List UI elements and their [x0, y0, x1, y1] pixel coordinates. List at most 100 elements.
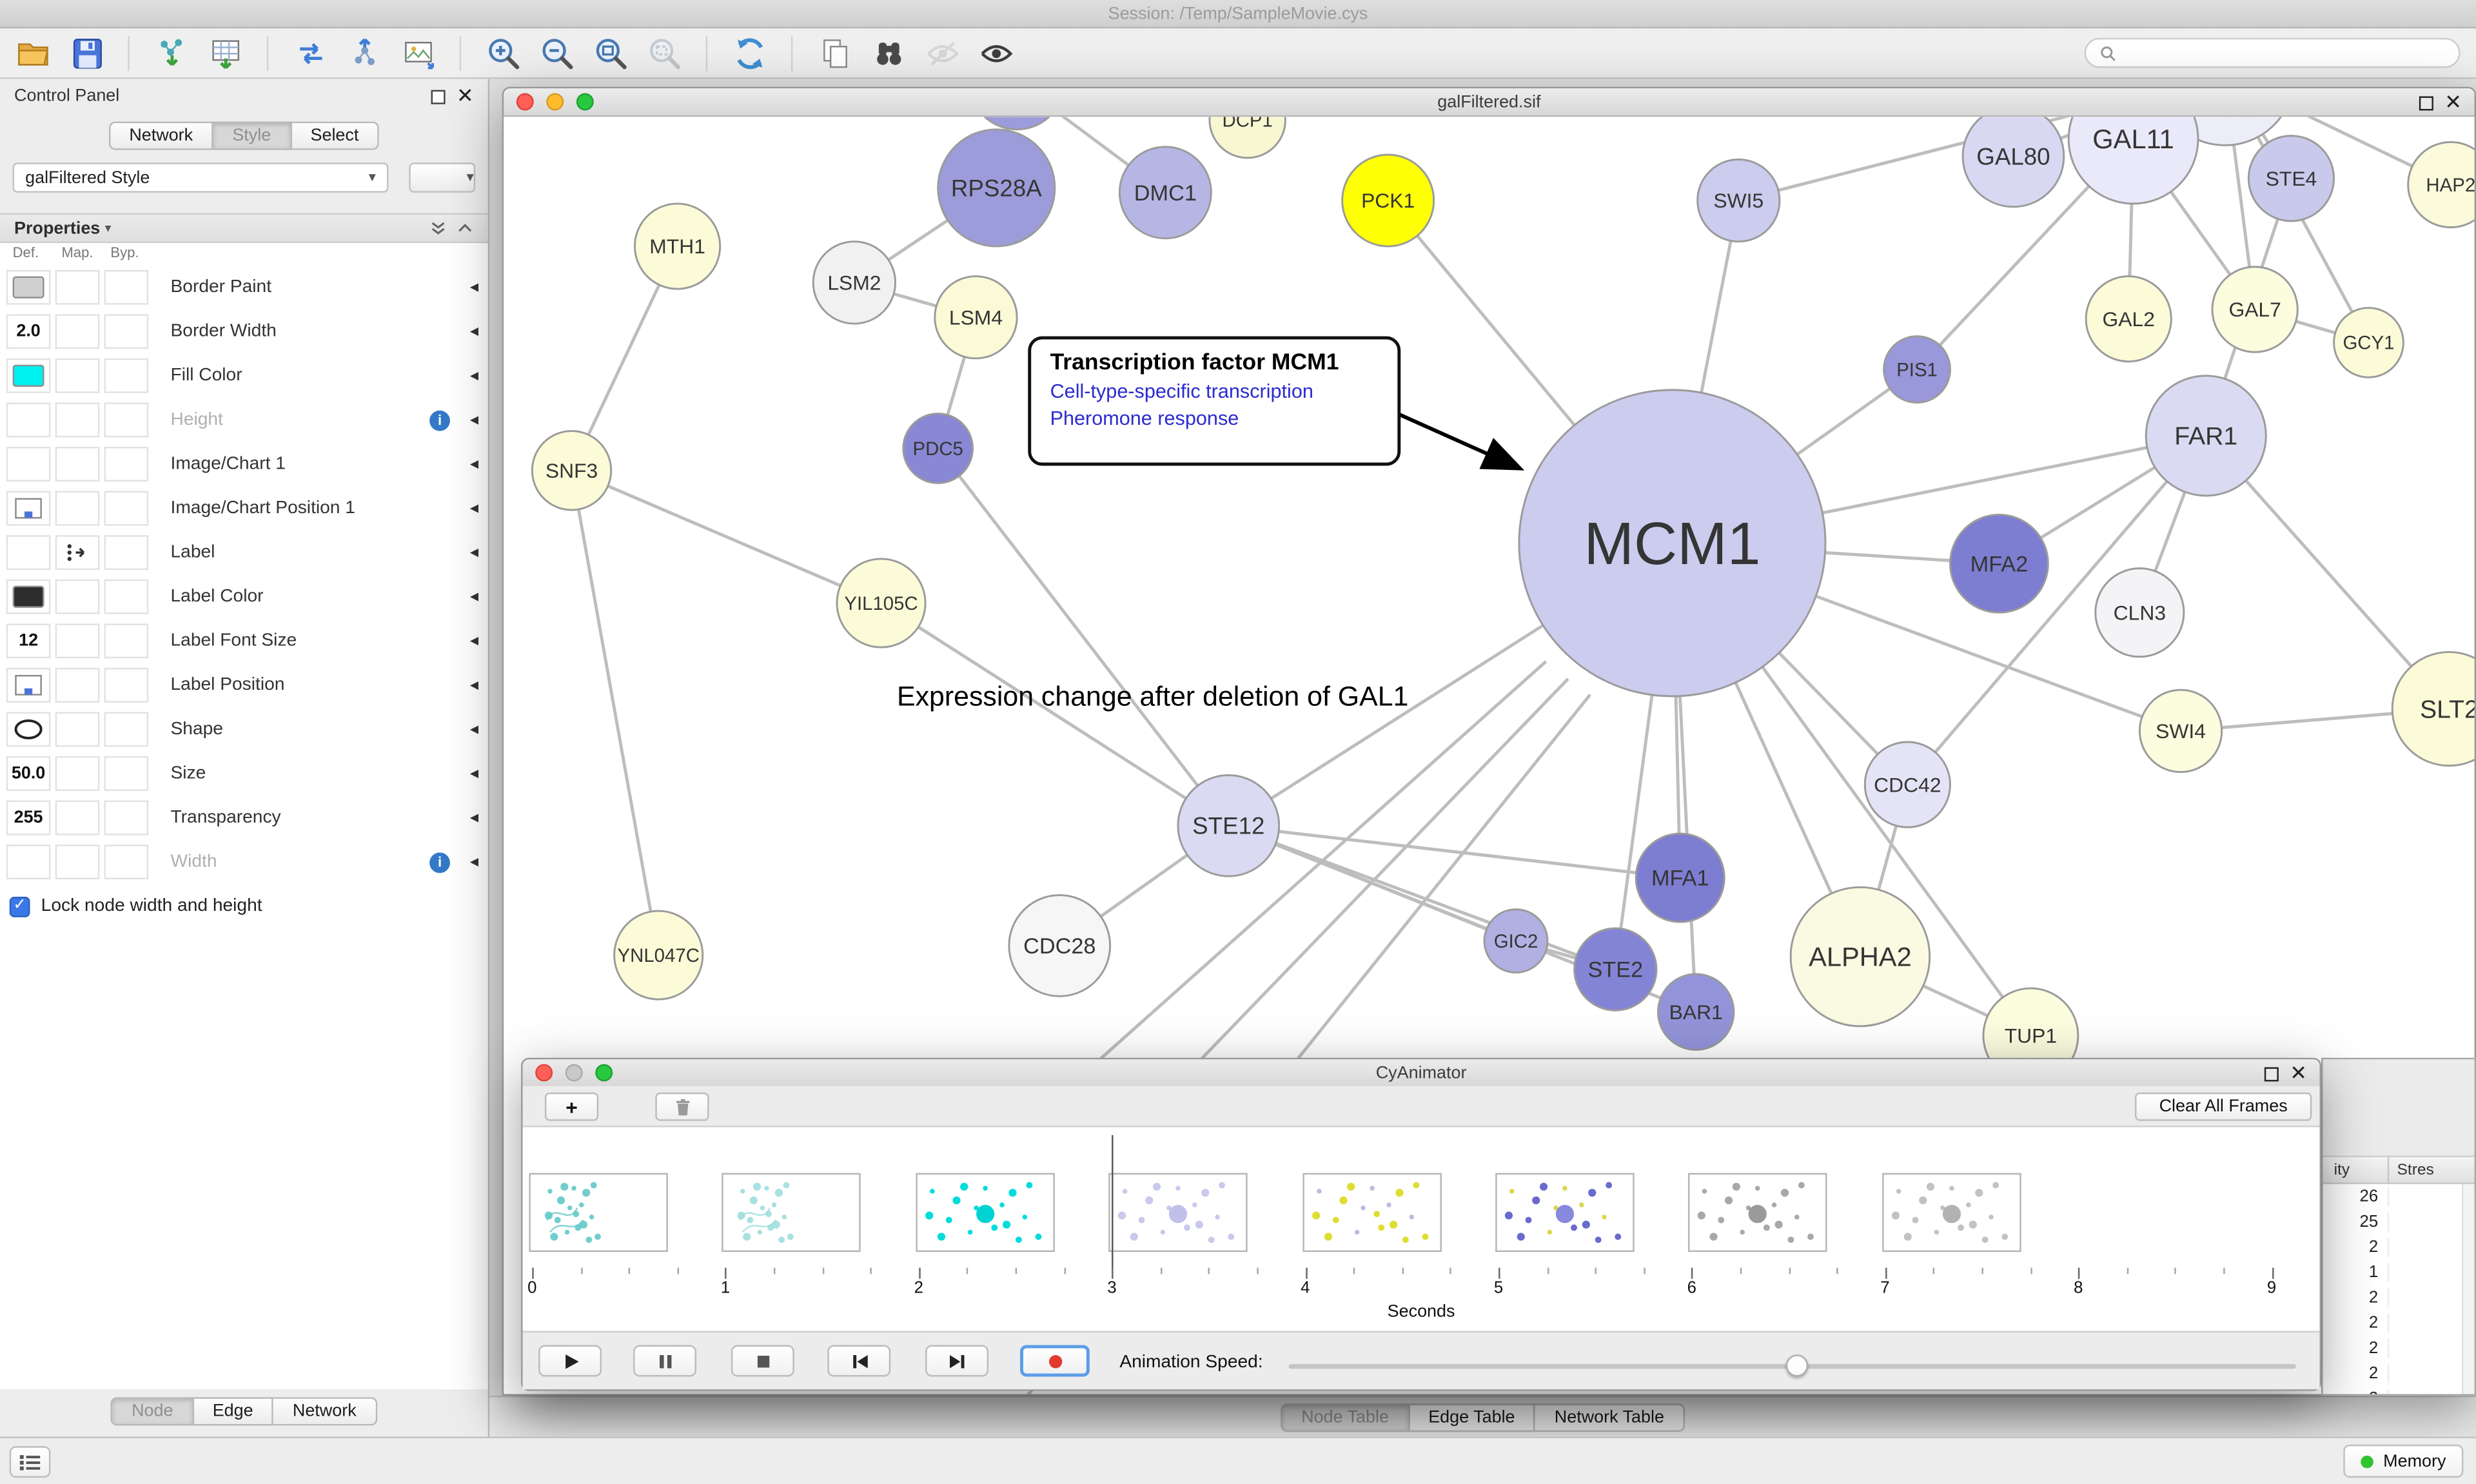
results-row[interactable]: 2 — [2323, 1285, 2474, 1310]
def-cell[interactable] — [6, 402, 51, 438]
def-cell[interactable] — [6, 269, 51, 305]
byp-cell[interactable] — [104, 800, 149, 835]
network-node-MFA2[interactable] — [1949, 513, 2049, 614]
collapse-arrow-icon[interactable]: ◀ — [469, 636, 479, 648]
collapse-arrow-icon[interactable]: ◀ — [469, 547, 479, 559]
pause-button[interactable] — [633, 1345, 697, 1377]
minimize-traffic-light[interactable] — [565, 1064, 583, 1082]
skip-to-end-button[interactable] — [925, 1345, 989, 1377]
network-node-DCP1[interactable] — [1208, 117, 1286, 159]
property-row-fill-color[interactable]: Fill Color◀ — [0, 354, 488, 398]
float-window-icon[interactable] — [2265, 1066, 2279, 1081]
animation-speed-slider[interactable] — [1288, 1354, 2296, 1380]
close-panel-icon[interactable]: ✕ — [456, 83, 474, 108]
network-node-GAL11[interactable] — [2067, 117, 2199, 205]
results-row[interactable]: 1 — [2323, 1260, 2474, 1285]
map-cell[interactable] — [55, 667, 100, 703]
network-node-SLT2[interactable] — [2391, 650, 2475, 767]
collapse-arrow-icon[interactable]: ◀ — [469, 415, 479, 427]
minimize-traffic-light[interactable] — [546, 93, 564, 111]
annotation-link-1[interactable]: Cell-type-specific transcription — [1050, 380, 1313, 403]
zoom-out-icon[interactable] — [537, 33, 576, 72]
network-node-BAR1[interactable] — [1656, 973, 1735, 1051]
import-table-icon[interactable] — [205, 33, 244, 72]
results-row[interactable]: 25 — [2323, 1209, 2474, 1235]
network-node-GAL80[interactable] — [1961, 117, 2065, 208]
delete-frame-button[interactable] — [655, 1092, 709, 1121]
collapse-arrow-icon[interactable]: ◀ — [469, 857, 479, 868]
def-cell[interactable] — [6, 579, 51, 614]
first-neighbors-icon[interactable] — [869, 33, 908, 72]
export-image-icon[interactable] — [398, 33, 437, 72]
open-folder-icon[interactable] — [13, 33, 52, 72]
map-cell[interactable] — [55, 845, 100, 880]
byp-cell[interactable] — [104, 269, 149, 305]
collapse-arrow-icon[interactable]: ◀ — [469, 592, 479, 603]
vizmapper-tab-edge[interactable]: Edge — [193, 1397, 274, 1426]
map-cell[interactable] — [55, 358, 100, 393]
style-dropdown[interactable]: galFiltered Style ▾ — [12, 162, 389, 193]
property-row-image-chart-position-1[interactable]: Image/Chart Position 1◀ — [0, 486, 488, 531]
network-node-STE2[interactable] — [1573, 927, 1658, 1011]
map-cell[interactable] — [55, 447, 100, 482]
network-node-PCK1[interactable] — [1341, 153, 1435, 248]
network-node-RPS28A[interactable] — [937, 128, 1056, 248]
play-button[interactable] — [538, 1345, 602, 1377]
results-row[interactable]: 2 — [2323, 1235, 2474, 1260]
collapse-arrow-icon[interactable]: ◀ — [469, 680, 479, 692]
collapse-arrow-icon[interactable]: ◀ — [469, 282, 479, 294]
tab-select[interactable]: Select — [291, 121, 380, 150]
float-window-icon[interactable] — [2419, 95, 2434, 110]
network-node-SWI4[interactable] — [2138, 688, 2223, 774]
skip-to-start-button[interactable] — [827, 1345, 891, 1377]
results-row[interactable]: 2 — [2323, 1336, 2474, 1361]
property-row-image-chart-1[interactable]: Image/Chart 1◀ — [0, 442, 488, 487]
byp-cell[interactable] — [104, 667, 149, 703]
collapse-arrow-icon[interactable]: ◀ — [469, 503, 479, 515]
frame-thumbnail-2[interactable] — [915, 1173, 1055, 1253]
network-window-titlebar[interactable]: galFiltered.sif ✕ — [504, 88, 2475, 117]
def-cell[interactable] — [6, 667, 51, 703]
table-tab-network-table[interactable]: Network Table — [1535, 1402, 1685, 1432]
byp-cell[interactable] — [104, 314, 149, 349]
collapse-arrow-icon[interactable]: ◀ — [469, 768, 479, 780]
export-network-icon[interactable] — [344, 33, 384, 72]
network-edge-FAR1-SLT2[interactable] — [2205, 434, 2451, 710]
network-sync-icon[interactable] — [291, 33, 330, 72]
collapse-arrow-icon[interactable]: ◀ — [469, 326, 479, 338]
expand-all-icon[interactable] — [429, 219, 447, 237]
hide-selected-icon[interactable] — [922, 33, 961, 72]
byp-cell[interactable] — [104, 579, 149, 614]
memory-button[interactable]: Memory — [2343, 1444, 2464, 1478]
property-row-label[interactable]: Label◀ — [0, 531, 488, 575]
collapse-arrow-icon[interactable]: ◀ — [469, 459, 479, 471]
network-edge-STE12-MFA1[interactable] — [1228, 824, 1680, 880]
stop-button[interactable] — [731, 1345, 794, 1377]
network-node-CDC42[interactable] — [1863, 741, 1951, 828]
property-row-shape[interactable]: Shape◀ — [0, 707, 488, 752]
map-cell[interactable] — [55, 535, 100, 571]
collapse-arrow-icon[interactable]: ◀ — [469, 371, 479, 382]
network-node-SNF3[interactable] — [531, 430, 613, 511]
network-edge-SNF3-YNL047C[interactable] — [570, 470, 660, 956]
tab-style[interactable]: Style — [213, 121, 292, 150]
results-row[interactable]: 2 — [2323, 1386, 2474, 1394]
network-node-FAR1[interactable] — [2145, 375, 2267, 497]
network-node-CDC28[interactable] — [1008, 894, 1112, 997]
frame-thumbnail-4[interactable] — [1302, 1173, 1441, 1253]
network-edge-YIL105C-STE12[interactable] — [880, 601, 1230, 827]
byp-cell[interactable] — [104, 712, 149, 747]
map-cell[interactable] — [55, 269, 100, 305]
map-cell[interactable] — [55, 756, 100, 791]
results-row[interactable]: 26 — [2323, 1184, 2474, 1209]
map-cell[interactable] — [55, 712, 100, 747]
zoom-selected-icon[interactable] — [644, 33, 683, 72]
annotation-box[interactable]: Transcription factor MCM1 Cell-type-spec… — [1028, 336, 1401, 466]
def-cell[interactable] — [6, 358, 51, 393]
tab-network[interactable]: Network — [108, 121, 213, 150]
